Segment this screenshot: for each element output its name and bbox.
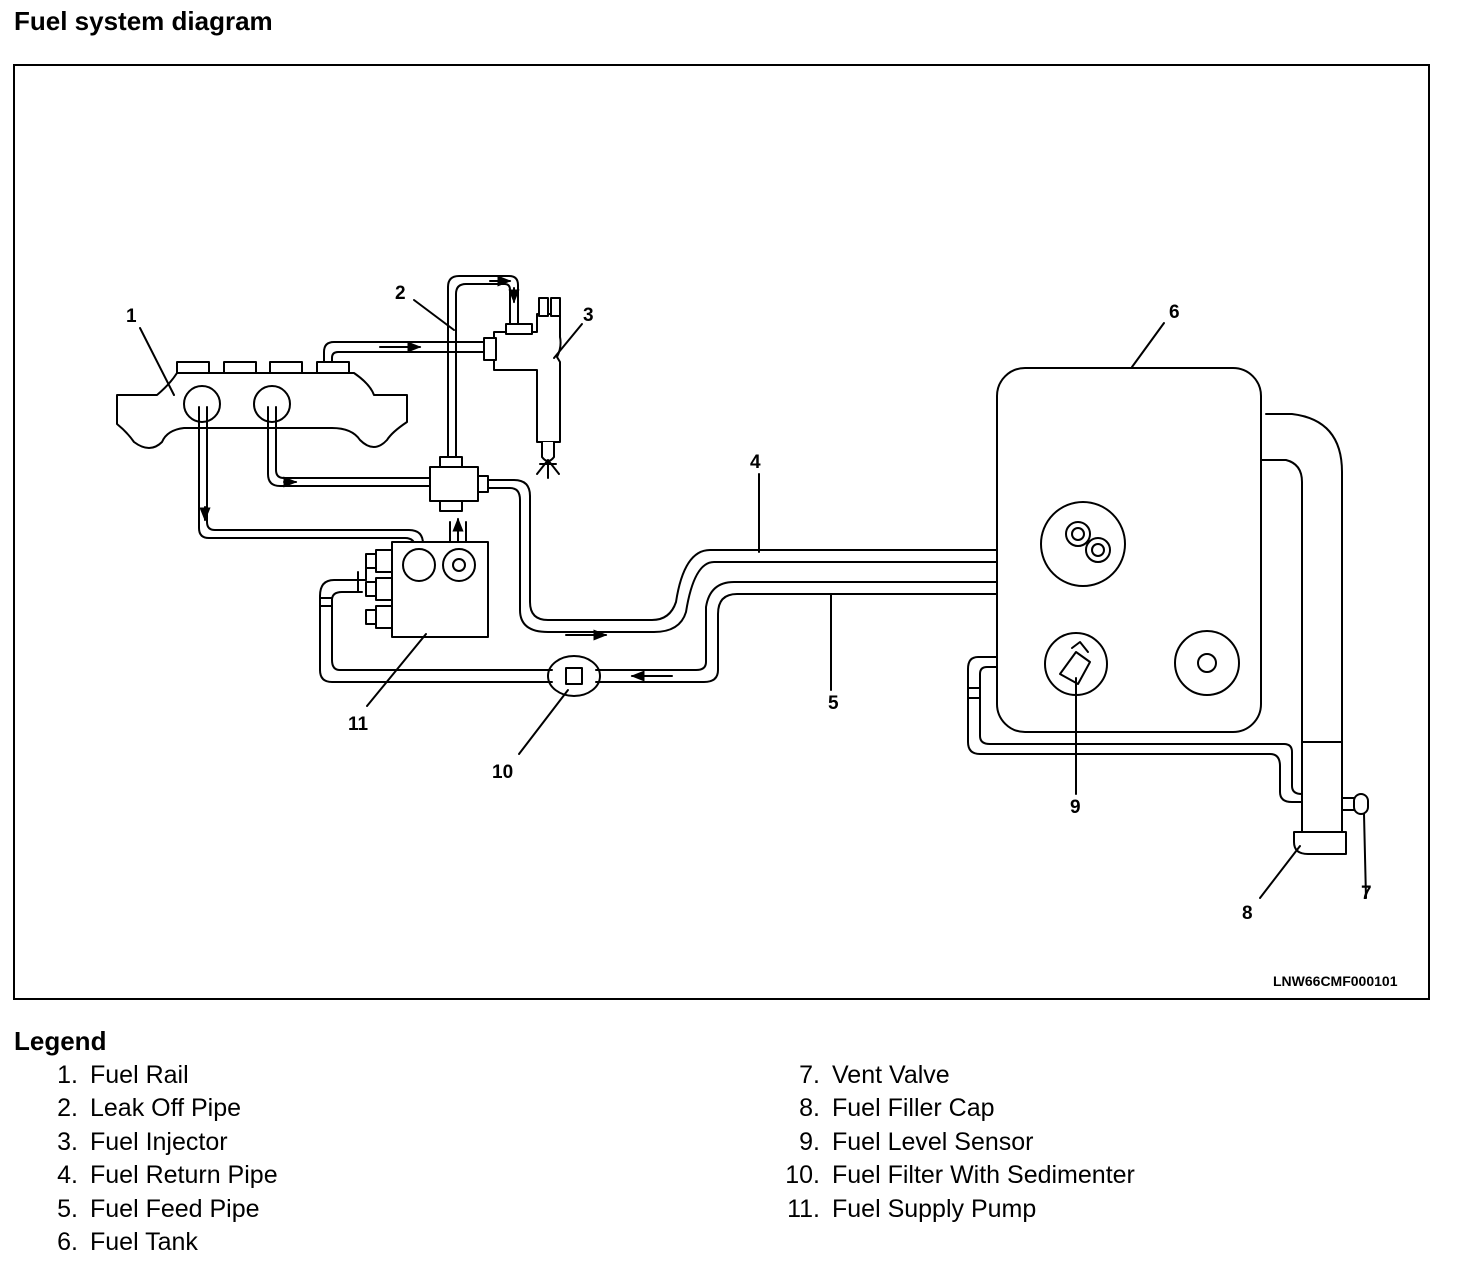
legend-item: 5.Fuel Feed Pipe: [57, 1194, 260, 1223]
figure-code: LNW66CMF000101: [1273, 973, 1398, 989]
fuel-rail: [116, 361, 408, 449]
legend-item: 11.Fuel Supply Pump: [787, 1194, 1037, 1223]
legend-item: 7.Vent Valve: [799, 1061, 950, 1089]
page-title: Fuel system diagram: [14, 6, 273, 36]
filler-neck: [967, 413, 1369, 833]
legend-item: 1.Fuel Rail: [57, 1061, 189, 1089]
callout-1: 1: [126, 306, 137, 327]
callout-4: 4: [750, 452, 761, 473]
legend-item: 9.Fuel Level Sensor: [799, 1127, 1034, 1156]
legend-list-left: 1.Fuel Rail 2.Leak Off Pipe 3.Fuel Injec…: [40, 1060, 278, 1260]
legend-item: 3.Fuel Injector: [57, 1127, 228, 1156]
callout-9: 9: [1070, 797, 1081, 818]
callout-10: 10: [492, 762, 513, 783]
callout-3: 3: [583, 305, 594, 326]
legend-item: 8.Fuel Filler Cap: [799, 1094, 995, 1123]
callout-6: 6: [1169, 302, 1180, 323]
legend-item: 4.Fuel Return Pipe: [57, 1161, 278, 1190]
callout-8: 8: [1242, 903, 1253, 924]
fuel-system-diagram: 1 2 3 4 5 6 7 8 9 10 11 LNW66CMF000101: [116, 275, 1398, 989]
legend-title: Legend: [14, 1026, 107, 1056]
legend-item: 2.Leak Off Pipe: [57, 1094, 242, 1123]
legend-list-right: 7.Vent Valve 8.Fuel Filler Cap 9.Fuel Le…: [770, 1060, 1135, 1227]
fuel-supply-pump: [365, 541, 489, 638]
callout-2: 2: [395, 283, 406, 304]
fuel-filler-cap: [1293, 831, 1347, 855]
callout-5: 5: [828, 693, 839, 714]
fuel-injector: [483, 297, 562, 479]
junction-block: [429, 456, 489, 512]
diagram-frame: 1 2 3 4 5 6 7 8 9 10 11 LNW66CMF000101: [13, 64, 1430, 1000]
legend-item: 10.Fuel Filter With Sedimenter: [785, 1161, 1135, 1190]
fuel-tank: [996, 367, 1262, 733]
callout-11: 11: [348, 714, 369, 735]
legend-item: 6.Fuel Tank: [57, 1227, 198, 1256]
callout-7: 7: [1361, 883, 1372, 904]
fuel-filter: [543, 655, 605, 697]
